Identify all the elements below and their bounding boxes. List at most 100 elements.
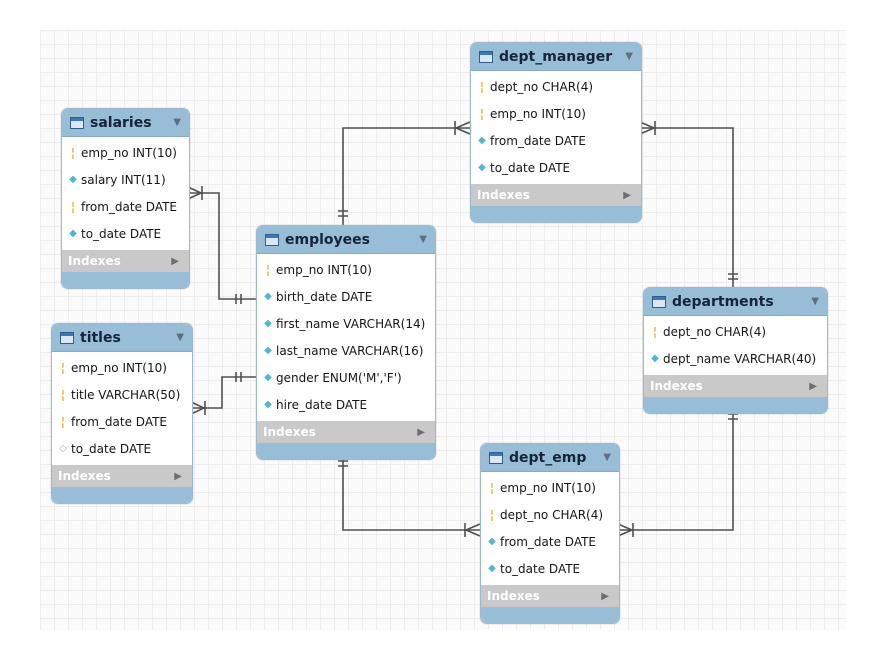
column-row[interactable]: ◆ to_date DATE [62,220,189,247]
triangle-right-icon[interactable]: ▶ [601,590,609,602]
column-row[interactable]: ◆from_date DATE [471,127,641,154]
table-header[interactable]: dept_manager▼ [471,43,641,71]
triangle-down-icon[interactable]: ▼ [811,296,819,307]
table-name: employees [285,231,370,248]
triangle-right-icon[interactable]: ▶ [417,426,425,438]
column-row[interactable]: ◆dept_name VARCHAR(40) [644,345,827,372]
column-row[interactable]: ¦ dept_no CHAR(4) [644,318,827,345]
column-row[interactable]: ◆ gender ENUM('M','F') [257,364,435,391]
indexes-label: Indexes [487,589,540,603]
triangle-down-icon[interactable]: ▼ [603,452,611,463]
triangle-down-icon[interactable]: ▼ [176,332,184,343]
column-definition: to_date DATE [71,441,152,456]
key-icon: ¦ [70,145,76,160]
table-icon [265,233,279,246]
key-icon: ¦ [489,480,495,495]
table-employees[interactable]: employees ▼ ¦emp_no INT(10) ◆ birth_date DAT… [256,225,436,460]
column-row[interactable]: ¦dept_no CHAR(4) [471,73,641,100]
table-header[interactable]: titles ▼ [52,324,192,352]
triangle-down-icon[interactable]: ▼ [419,234,427,245]
column-list: ¦ dept_no CHAR(4) ◆dept_name VARCHAR(40) [644,316,827,372]
triangle-down-icon[interactable]: ▼ [173,117,181,128]
column-definition: title VARCHAR(50) [71,387,181,402]
column-row[interactable]: ◆last_name VARCHAR(16) [257,337,435,364]
relationship-employees-titles[interactable] [190,372,256,415]
key-icon: ¦ [60,360,66,375]
column-definition: to_date DATE [490,160,571,175]
column-definition: emp_no INT(10) [490,106,586,121]
relationship-employees-salaries[interactable] [187,186,256,304]
diamond-icon: ◆ [69,227,77,239]
column-definition: to_date DATE [81,226,162,241]
key-icon: ¦ [652,324,658,339]
triangle-down-icon[interactable]: ▼ [625,51,633,62]
table-header[interactable]: departments▼ [644,288,827,316]
table-name: titles [80,329,121,346]
column-row[interactable]: ◆from_date DATE [481,528,619,555]
column-definition: emp_no INT(10) [276,262,372,277]
table-name: dept_emp [509,449,587,466]
table-footer: Indexes ▶ [52,465,192,503]
indexes-bar[interactable]: Indexes▶ [62,250,189,272]
column-definition: dept_name VARCHAR(40) [663,351,817,366]
column-definition: dept_no CHAR(4) [663,324,767,339]
indexes-bar[interactable]: Indexes ▶ [481,585,619,607]
column-row[interactable]: ¦from_date DATE [62,193,189,220]
table-header[interactable]: salaries▼ [62,109,189,137]
column-definition: emp_no INT(10) [500,480,596,495]
indexes-bar[interactable]: Indexes▶ [644,375,827,397]
column-row[interactable]: ¦emp_no INT(10) [52,354,192,381]
table-departments[interactable]: departments▼ ¦ dept_no CHAR(4) ◆dept_name V… [643,287,828,414]
column-row[interactable]: ◆hire_date DATE [257,391,435,418]
column-row[interactable]: ¦dept_no CHAR(4) [481,501,619,528]
column-row[interactable]: ◆ to_date DATE [481,555,619,582]
column-row[interactable]: ◆first_name VARCHAR(14) [257,310,435,337]
relationship-employees-dept-emp[interactable] [338,455,481,537]
table-icon [60,331,74,344]
table-titles[interactable]: titles▼¦emp_no INT(10)¦title VARCHAR(50)… [51,323,193,504]
indexes-bar[interactable]: Indexes ▶ [52,465,192,487]
column-row[interactable]: ¦emp_no INT(10) [62,139,189,166]
column-row[interactable]: ¦emp_no INT(10) [471,100,641,127]
column-definition: birth_date DATE [276,289,373,304]
diamond-icon: ◆ [69,173,77,185]
key-icon: ¦ [479,79,485,94]
diamond-icon: ◆ [478,134,486,146]
relationship-employees-dept-manager[interactable] [338,121,471,226]
indexes-label: Indexes [58,469,111,483]
table-salaries[interactable]: salaries▼¦emp_no INT(10) ◆ salary INT(11) ¦… [61,108,190,289]
column-row[interactable]: ◆ birth_date DATE [257,283,435,310]
column-definition: dept_no CHAR(4) [500,507,604,522]
column-row[interactable]: ¦from_date DATE [52,408,192,435]
column-row[interactable]: ◆ to_date DATE [471,154,641,181]
relationship-departments-dept-manager[interactable] [639,121,738,289]
column-definition: gender ENUM('M','F') [276,370,402,385]
diamond-icon: ◆ [264,344,272,356]
table-header[interactable]: employees ▼ [257,226,435,254]
column-row[interactable]: ¦emp_no INT(10) [257,256,435,283]
table-dept-emp[interactable]: dept_emp ▼ ¦ emp_no INT(10) ¦dept_no CHAR(4)… [480,443,620,624]
column-definition: from_date DATE [500,534,597,549]
diamond-icon: ◆ [488,562,496,574]
column-row[interactable]: ¦title VARCHAR(50) [52,381,192,408]
column-definition: to_date DATE [500,561,581,576]
table-header[interactable]: dept_emp ▼ [481,444,619,472]
column-definition: salary INT(11) [81,172,166,187]
relationship-departments-dept-emp[interactable] [617,407,738,537]
indexes-bar[interactable]: Indexes▶ [257,421,435,443]
table-dept-manager[interactable]: dept_manager▼¦dept_no CHAR(4)¦emp_no INT… [470,42,642,223]
triangle-right-icon[interactable]: ▶ [623,189,631,201]
triangle-right-icon[interactable]: ▶ [171,255,179,267]
column-row[interactable]: ¦ emp_no INT(10) [481,474,619,501]
triangle-right-icon[interactable]: ▶ [809,380,817,392]
diamond-icon: ◆ [478,161,486,173]
indexes-bar[interactable]: Indexes▶ [471,184,641,206]
column-row[interactable]: ◇to_date DATE [52,435,192,462]
column-row[interactable]: ◆ salary INT(11) [62,166,189,193]
triangle-right-icon[interactable]: ▶ [174,470,182,482]
column-definition: from_date DATE [71,414,168,429]
column-list: ¦dept_no CHAR(4)¦emp_no INT(10)◆from_dat… [471,71,641,181]
diamond-icon: ◆ [264,290,272,302]
diamond-icon: ◆ [264,371,272,383]
table-icon [479,50,493,63]
